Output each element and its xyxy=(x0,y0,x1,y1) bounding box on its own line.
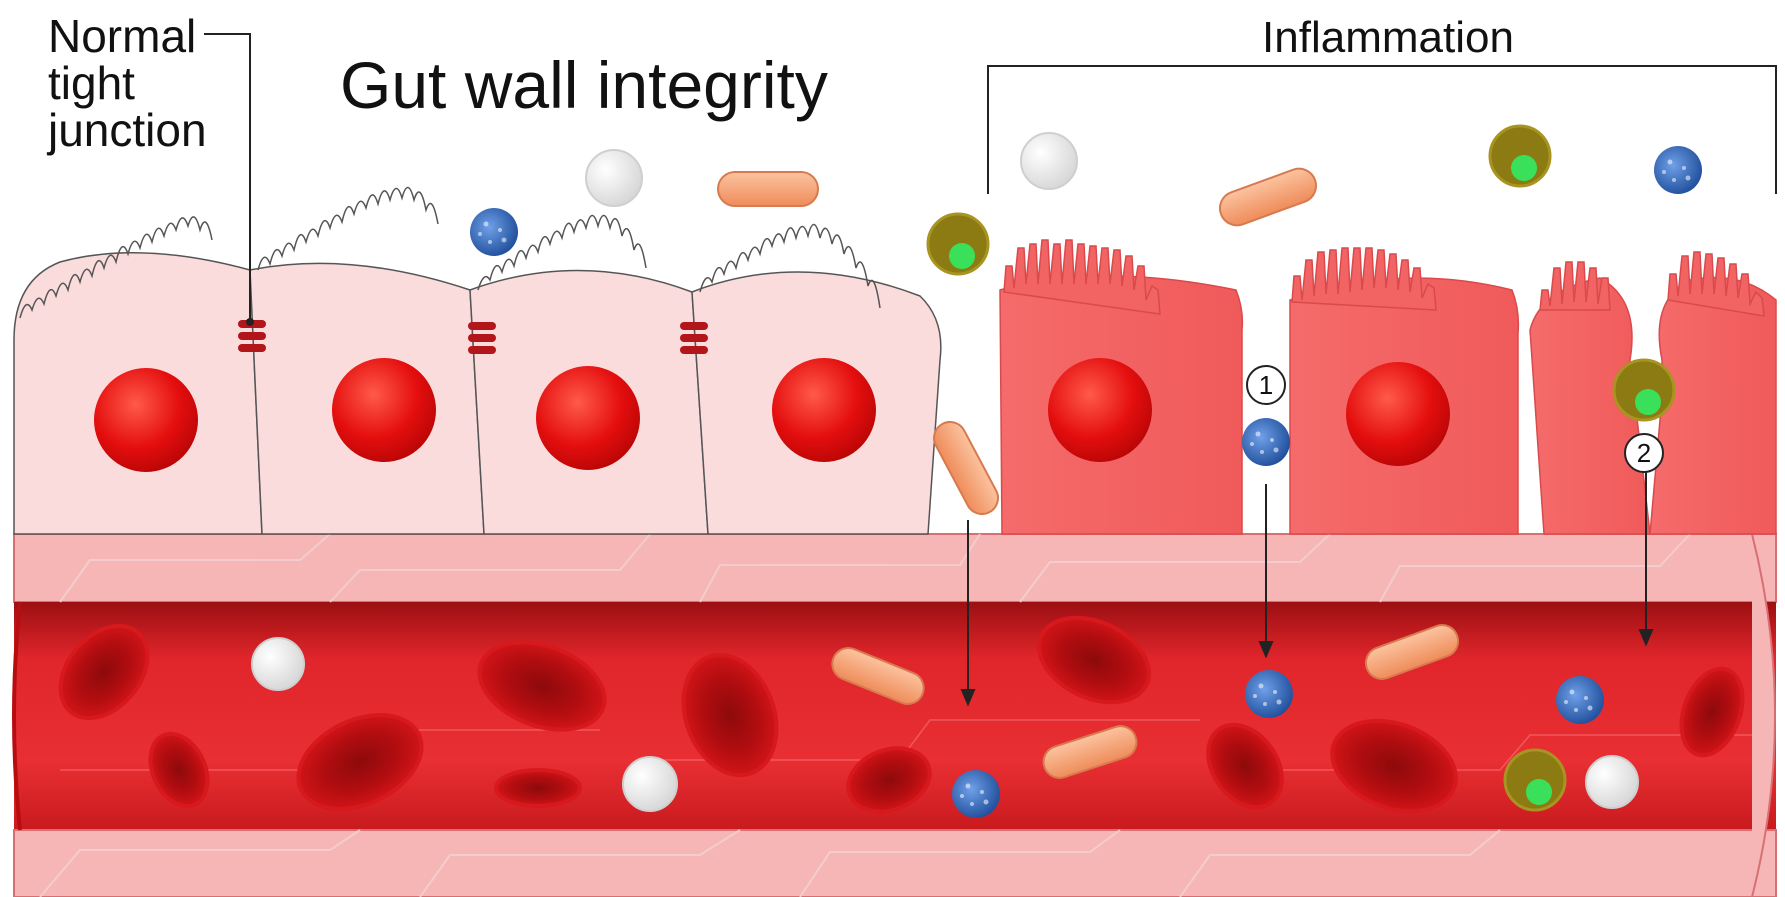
immune-cell-icon xyxy=(1490,126,1550,186)
diagram-title: Gut wall integrity xyxy=(340,48,828,122)
nucleus xyxy=(332,358,436,462)
normal-junction-label-line1: Normal xyxy=(48,10,196,62)
nucleus xyxy=(1048,358,1152,462)
red-cell xyxy=(496,770,580,806)
immune-cell-icon xyxy=(1505,750,1565,810)
normal-junction-label-line3: junction xyxy=(46,104,207,156)
nucleus xyxy=(94,368,198,472)
marker-route-2-label: 2 xyxy=(1637,438,1651,468)
white-cell-icon xyxy=(252,638,304,690)
nucleus xyxy=(1346,362,1450,466)
nucleus xyxy=(772,358,876,462)
white-cell-icon xyxy=(1586,756,1638,808)
blood-vessel xyxy=(14,534,1776,897)
inflammation-label: Inflammation xyxy=(1262,13,1514,62)
white-cell-icon xyxy=(586,150,642,206)
immune-cell-icon xyxy=(928,214,988,274)
bacterium-icon xyxy=(718,172,818,206)
inflamed-microvilli xyxy=(1004,240,1764,316)
bacterium-icon xyxy=(928,416,1003,519)
vessel-lower-wall xyxy=(14,830,1776,897)
marker-route-1-label: 1 xyxy=(1259,370,1273,400)
white-cell-icon xyxy=(1021,133,1077,189)
vessel-upper-wall xyxy=(14,534,1776,602)
immune-cell-icon xyxy=(1614,360,1674,420)
marker-route-2: 2 xyxy=(1625,434,1663,472)
normal-junction-label-line2: tight xyxy=(48,57,135,109)
marker-route-1: 1 xyxy=(1247,366,1285,404)
bacterium-icon xyxy=(1215,164,1321,230)
nucleus xyxy=(536,366,640,470)
white-cell-icon xyxy=(623,757,677,811)
